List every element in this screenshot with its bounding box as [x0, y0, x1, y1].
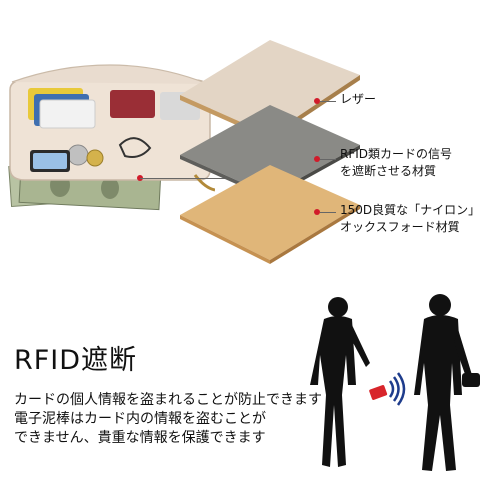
- rfid-layer-label: RFID類カードの信号 を遮断させる材質: [340, 146, 452, 180]
- person-silhouette: [310, 297, 370, 467]
- wallet-image: [8, 64, 215, 211]
- rfid-layer-marker: [314, 156, 320, 162]
- nylon-marker: [314, 209, 320, 215]
- leather-leader-line: [320, 101, 336, 102]
- leather-label-line-1: レザー: [340, 92, 377, 106]
- rfid-description-line-1: カードの個人情報を盗まれることが防止できます: [14, 392, 322, 408]
- signal-icon: [388, 372, 406, 406]
- nylon-layer: [180, 165, 360, 264]
- leather-label: レザー: [340, 91, 376, 108]
- rfid-layer-label-line-2: を遮断させる材質: [340, 164, 437, 178]
- rfid-layer-label-line-1: RFID類カードの信号: [340, 147, 453, 161]
- material-layers: [180, 40, 360, 264]
- wallet-leader-line: [140, 178, 230, 179]
- rfid-layer-leader-line: [320, 159, 336, 160]
- nylon-label-line-1: 150D良質な「ナイロン」: [340, 203, 481, 217]
- nylon-label: 150D良質な「ナイロン」 オックスフォード材質: [340, 202, 480, 236]
- nylon-label-line-2: オックスフォード材質: [340, 220, 460, 234]
- thief-silhouette-illustration: [310, 294, 480, 471]
- rfid-title: RFID遮断: [14, 345, 138, 376]
- thief-silhouette: [414, 294, 480, 471]
- nylon-leader-line: [320, 212, 336, 213]
- leather-marker: [314, 98, 320, 104]
- rfid-description-line-2: 電子泥棒はカード内の情報を盗むことが: [14, 411, 266, 427]
- credit-card-icon: [369, 384, 388, 400]
- rfid-description-line-3: できません、貴重な情報を保護できます: [14, 430, 266, 446]
